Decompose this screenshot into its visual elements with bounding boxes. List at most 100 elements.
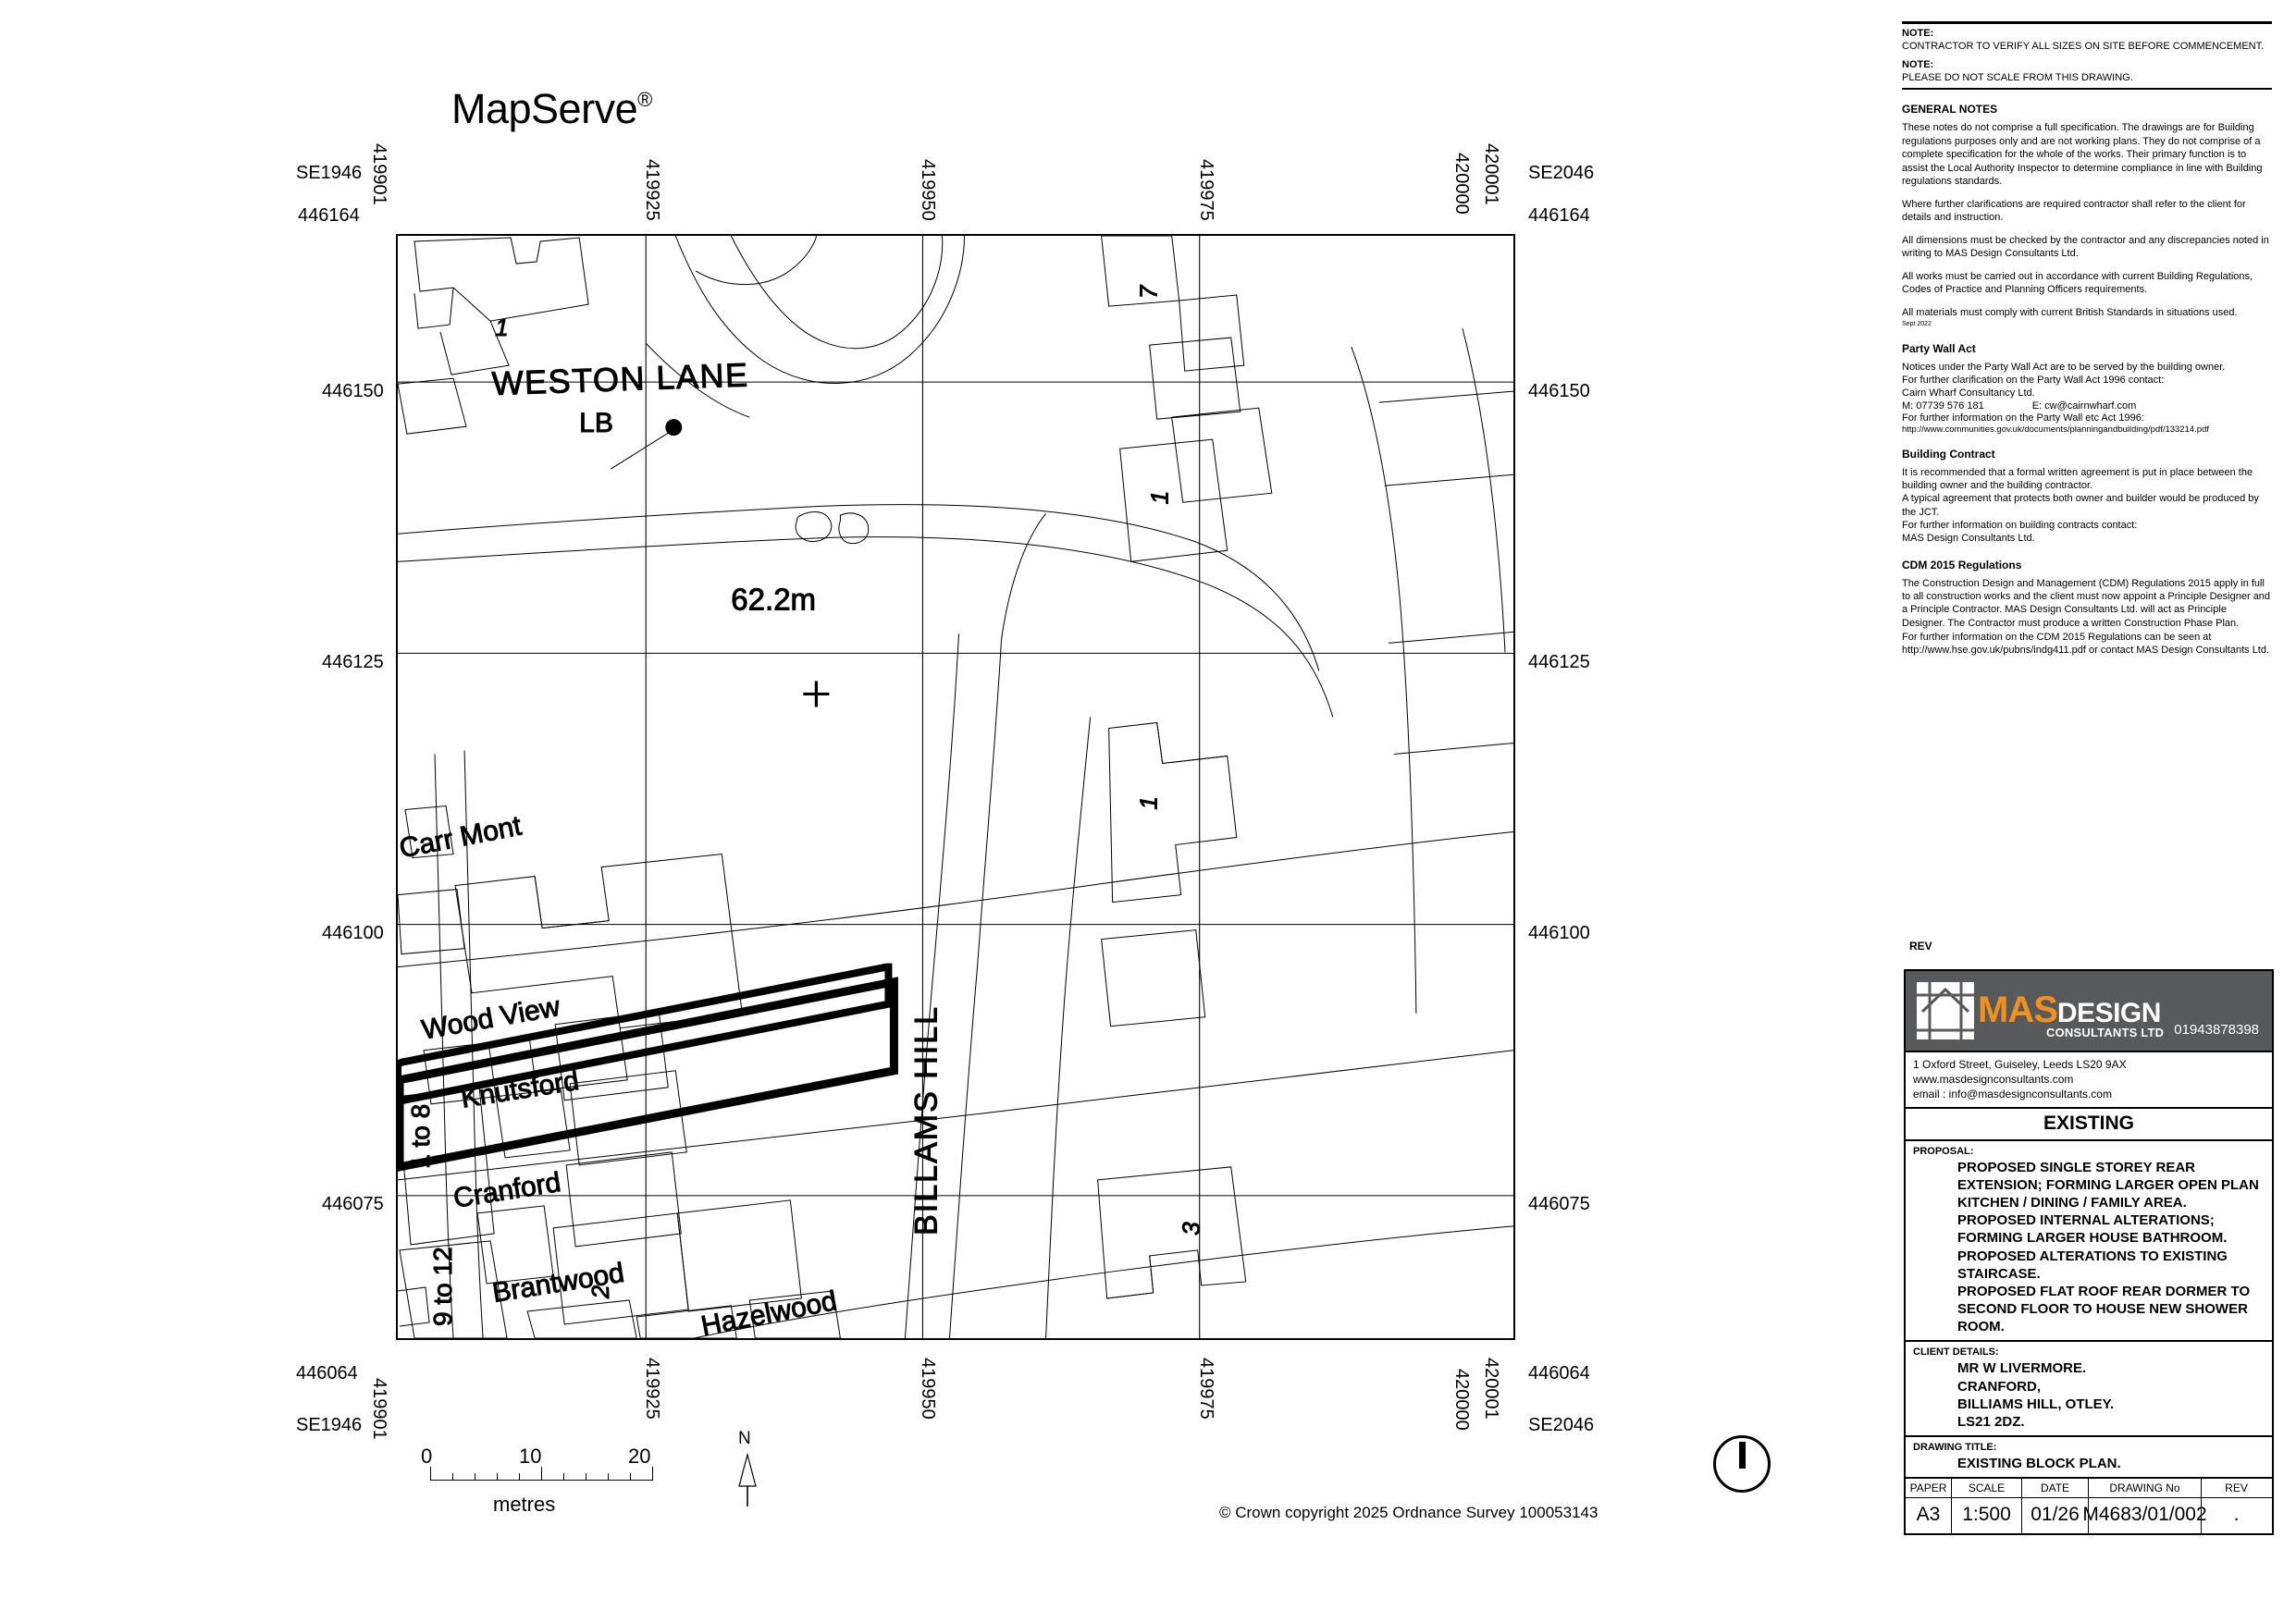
drawing-status-band: EXISTING — [1906, 1106, 2272, 1139]
northing-bottom-left: 446064 — [296, 1363, 358, 1383]
mapserve-logo: MapServe® — [451, 85, 652, 133]
property-label-9-to-12: 9 to 12 — [428, 1247, 457, 1326]
building-contract-p2: A typical agreement that protects both o… — [1902, 493, 2259, 518]
company-website[interactable]: www.masdesignconsultants.com — [1913, 1073, 2074, 1087]
proposal-block: PROPOSAL: PROPOSED SINGLE STOREY REAR EX… — [1906, 1138, 2272, 1341]
building-contract-p1: It is recommended that a formal written … — [1902, 466, 2253, 492]
north-arrow-icon: N — [731, 1429, 768, 1512]
logo-subtitle: CONSULTANTS LTD — [2046, 1026, 2165, 1039]
header-paper: PAPER — [1906, 1479, 1952, 1498]
note-2-heading: NOTE: — [1902, 58, 1934, 70]
spot-height-label: 62.2m — [731, 582, 816, 616]
letter-box-marker — [665, 419, 683, 436]
proposal-text: PROPOSED SINGLE STOREY REAR EXTENSION; F… — [1957, 1159, 2259, 1335]
drawing-info-table: PAPER SCALE DATE DRAWING No REV A3 1:500… — [1906, 1477, 2272, 1534]
drawing-title-text: EXISTING BLOCK PLAN. — [1957, 1456, 2121, 1472]
drawing-info-value-row: A3 1:500 01/26 M4683/01/002 . — [1906, 1498, 2272, 1534]
drawing-title-row: DRAWING TITLE: EXISTING BLOCK PLAN. — [1906, 1435, 2272, 1477]
house-number-1-top: 1 — [495, 314, 508, 341]
general-notes-revision-date: Sept 2022 — [1902, 321, 1932, 328]
letter-box-label: LB — [579, 408, 613, 438]
party-wall-p1: Notices under the Party Wall Act are to … — [1902, 361, 2226, 373]
scale-bar-caption: metres — [493, 1493, 556, 1516]
notes-bottom-rule — [1902, 87, 2272, 91]
northing-top-right: 446164 — [1528, 205, 1590, 226]
north-point-symbol — [1713, 1435, 1771, 1493]
header-drawing-no: DRAWING No — [2089, 1479, 2202, 1498]
party-wall-mobile: M: 07739 576 181 — [1902, 400, 1984, 412]
drawing-info-header-row: PAPER SCALE DATE DRAWING No REV — [1906, 1479, 2272, 1499]
ordnance-survey-map: 1 2 7 1 1 3 LB 62.2m WESTON LANE BILLAMS… — [396, 234, 1515, 1340]
note-2-body: PLEASE DO NOT SCALE FROM THIS DRAWING. — [1902, 72, 2133, 84]
value-date: 01/26 — [2022, 1498, 2089, 1534]
party-wall-consultancy: Cairn Wharf Consultancy Ltd. — [1902, 387, 2035, 400]
party-wall-heading: Party Wall Act — [1902, 341, 1976, 355]
easting-bottom-left: 419901 — [369, 1378, 389, 1440]
northing-tick-446150-right: 446150 — [1528, 381, 1590, 401]
scale-label-20: 20 — [628, 1445, 651, 1468]
rev-column-label: REV — [1909, 940, 1932, 953]
sheet-ref-bottom-right: SE2046 — [1528, 1415, 1595, 1435]
northing-tick-446125-right: 446125 — [1528, 652, 1590, 672]
party-wall-p2: For further clarification on the Party W… — [1902, 374, 2165, 386]
northing-tick-446075-left: 446075 — [322, 1194, 384, 1214]
northing-tick-446100-left: 446100 — [322, 923, 384, 943]
easting-bottom-right-outer: 420000 — [1451, 1369, 1472, 1431]
property-label-hazelwood: Hazelwood — [698, 1285, 839, 1338]
northing-tick-446075-right: 446075 — [1528, 1194, 1590, 1214]
header-date: DATE — [2022, 1479, 2089, 1498]
street-label-weston-lane: WESTON LANE — [491, 355, 749, 402]
easting-tick-419925-top: 419925 — [642, 159, 662, 221]
site-boundary-highlight — [398, 977, 898, 1172]
easting-bottom-right-inner: 420001 — [1481, 1358, 1501, 1420]
scale-label-10: 10 — [519, 1445, 542, 1468]
property-label-knutsford: Knutsford — [459, 1065, 581, 1114]
company-address-block: 1 Oxford Street, Guiseley, Leeds LS20 9A… — [1906, 1051, 2272, 1107]
north-arrow-glyph — [738, 1452, 757, 1506]
value-rev: . — [2233, 1504, 2240, 1526]
north-arrow-label: N — [738, 1429, 751, 1448]
house-logo-icon — [1917, 982, 1974, 1039]
general-notes-p5: All materials must comply with current B… — [1902, 306, 2238, 318]
easting-top-right-inner: 420001 — [1481, 143, 1501, 205]
northing-top-left: 446164 — [298, 205, 360, 226]
header-scale: SCALE — [1952, 1479, 2022, 1498]
cdm-regulations-p1: The Construction Design and Management (… — [1902, 577, 2271, 629]
notes-top-rule — [1902, 21, 2272, 24]
proposal-label: PROPOSAL: — [1913, 1145, 1974, 1157]
os-copyright-notice: © Crown copyright 2025 Ordnance Survey 1… — [1219, 1504, 1599, 1521]
sheet-ref-bottom-left: SE1946 — [296, 1415, 363, 1435]
company-logo-banner: MASDESIGN CONSULTANTS LTD 01943878398 — [1906, 971, 2272, 1051]
map-vector-drawing: 1 2 7 1 1 3 LB 62.2m WESTON LANE BILLAMS… — [398, 236, 1513, 1338]
value-drawing-no: M4683/01/002 — [2082, 1498, 2207, 1534]
northing-tick-446125-left: 446125 — [322, 652, 384, 672]
building-footprints — [398, 236, 1513, 1338]
note-1-body: CONTRACTOR TO VERIFY ALL SIZES ON SITE B… — [1902, 41, 2265, 53]
scale-label-0: 0 — [421, 1445, 433, 1468]
general-notes-p2: Where further clarifications are require… — [1902, 198, 2246, 224]
map-panel: MapServe® SE1946 419901 446164 SE2046 42… — [296, 85, 1771, 1521]
party-wall-email: E: cw@cairnwharf.com — [2031, 400, 2137, 412]
party-wall-url[interactable]: http://www.communities.gov.uk/documents/… — [1902, 424, 2210, 435]
mapserve-wordmark: MapServe — [451, 85, 638, 132]
north-point-needle — [1738, 1442, 1746, 1469]
company-email[interactable]: email : info@masdesignconsultants.com — [1913, 1088, 2112, 1101]
client-details-label: CLIENT DETAILS: — [1913, 1346, 1999, 1359]
cdm-regulations-p2: For further information on the CDM 2015 … — [1902, 631, 2270, 657]
map-gridlines — [398, 236, 1513, 1338]
street-label-billams-hill: BILLAMS HILL — [908, 1005, 944, 1236]
general-notes-p3: All dimensions must be checked by the co… — [1902, 234, 2269, 260]
drawing-title-block: MASDESIGN CONSULTANTS LTD 01943878398 1 … — [1904, 969, 2274, 1536]
property-label-cranford: Cranford — [451, 1167, 563, 1214]
property-label-brantwood: Brantwood — [490, 1258, 626, 1309]
party-wall-p4: For further information on the Party Wal… — [1902, 412, 2144, 424]
value-paper: A3 — [1906, 1498, 1952, 1534]
company-phone-number: 01943878398 — [2174, 1022, 2259, 1038]
value-scale: 1:500 — [1952, 1498, 2022, 1534]
company-wordmark: MASDESIGN — [1978, 991, 2161, 1028]
client-details-text: MR W LIVERMORE. CRANFORD, BILLIAMS HILL,… — [1957, 1360, 2115, 1430]
general-notes-p1: These notes do not comprise a full speci… — [1902, 122, 2263, 188]
building-contract-heading: Building Contract — [1902, 447, 1995, 461]
vegetation-islands — [795, 511, 870, 545]
client-details-block: CLIENT DETAILS: MR W LIVERMORE. CRANFORD… — [1906, 1340, 2272, 1435]
